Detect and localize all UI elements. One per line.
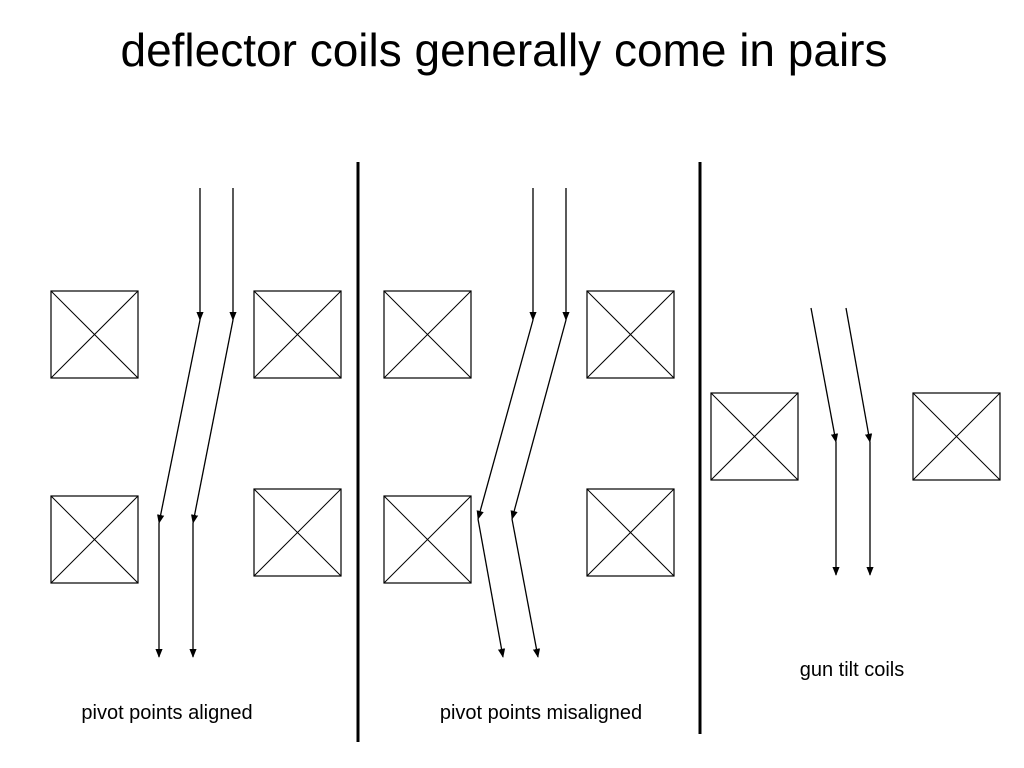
coil-lower-left	[383, 495, 472, 584]
beam-ray-2a	[845, 307, 873, 443]
beam-ray-2b	[510, 319, 567, 520]
caption-aligned: pivot points aligned	[81, 702, 252, 724]
coil-lower-right	[253, 488, 342, 577]
panel-aligned: pivot points aligned	[50, 188, 342, 724]
beam-ray-1a	[810, 307, 839, 443]
beam-ray-1b	[476, 319, 534, 520]
panel-misaligned: pivot points misaligned	[383, 188, 675, 724]
beam-ray-1c	[477, 518, 506, 658]
coil-lower-right	[586, 488, 675, 577]
coil-right	[912, 392, 1001, 481]
beam-ray-1b	[157, 319, 201, 524]
coil-upper-right	[586, 290, 675, 379]
caption-misaligned: pivot points misaligned	[440, 702, 642, 724]
coil-left	[710, 392, 799, 481]
coil-upper-right	[253, 290, 342, 379]
caption-gun-tilt: gun tilt coils	[800, 659, 905, 681]
coil-upper-left	[50, 290, 139, 379]
beam-ray-2b	[191, 319, 234, 524]
coil-lower-left	[50, 495, 139, 584]
beam-ray-2c	[511, 518, 541, 658]
page-title: deflector coils generally come in pairs	[120, 24, 888, 76]
coil-upper-left	[383, 290, 472, 379]
panel-gun-tilt: gun tilt coils	[710, 307, 1001, 681]
